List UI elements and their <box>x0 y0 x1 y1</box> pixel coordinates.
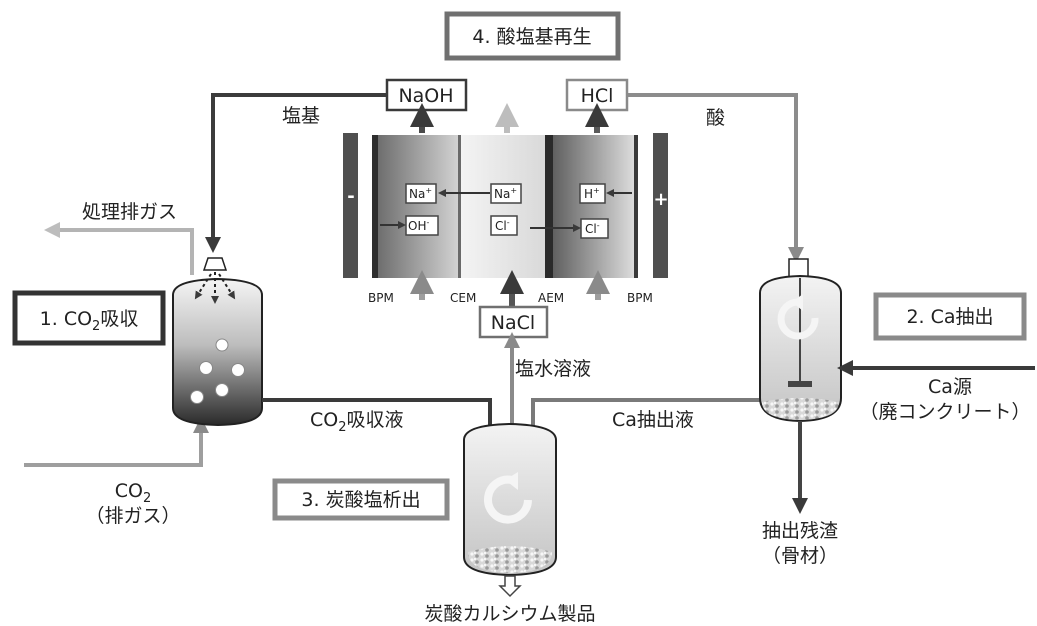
precipitate-gravel <box>468 546 552 573</box>
bpm-left-label: BPM <box>368 291 394 305</box>
svg-text:Na+: Na+ <box>409 186 432 201</box>
anode-electrode <box>653 133 668 278</box>
salt-compartment <box>460 135 545 278</box>
aggregate-label: （骨材） <box>762 545 838 567</box>
bpm-right-label: BPM <box>627 291 653 305</box>
absorb-liquid-label: CO2吸収液 <box>310 409 404 435</box>
exhaust-label: （排ガス） <box>85 505 180 527</box>
minus-sign: - <box>347 186 354 207</box>
ca-extractor-tank <box>759 258 842 423</box>
brine-label: 塩水溶液 <box>515 358 591 380</box>
precip-stage-label: 3. 炭酸塩析出 <box>272 478 450 521</box>
electrodialysis-stack: - + Na+ OH- Na+ Cl- <box>343 103 669 306</box>
base-compartment <box>378 135 458 278</box>
bpm-right-membrane <box>634 135 638 278</box>
co2-inlet-label: CO2 <box>115 480 152 506</box>
ion-oh: OH- <box>405 215 439 236</box>
bubble-icon <box>215 383 229 397</box>
exhaust-inlet-line <box>24 417 209 467</box>
base-return-line <box>205 93 387 253</box>
stir-icon <box>777 298 819 340</box>
base-label: 塩基 <box>282 105 320 127</box>
product-arrow-icon <box>498 575 522 598</box>
concrete-gravel <box>762 398 839 420</box>
svg-text:1. CO2吸収: 1. CO2吸収 <box>40 308 139 334</box>
precipitation-tank <box>463 422 557 577</box>
hcl-box: HCl <box>565 78 629 112</box>
product-label: 炭酸カルシウム製品 <box>424 603 595 625</box>
regen-stage-text: 4. 酸塩基再生 <box>472 26 591 48</box>
ion-na-left: Na+ <box>405 183 437 204</box>
residue-label: 抽出残渣 <box>762 520 838 542</box>
acid-supply-line <box>627 93 804 263</box>
treated-gas-line <box>44 222 194 275</box>
ion-h: H+ <box>579 183 606 204</box>
acid-label: 酸 <box>706 107 725 129</box>
svg-text:OH-: OH- <box>408 218 429 233</box>
ca-stage-label: 2. Ca抽出 <box>873 292 1027 341</box>
bpm-left-membrane <box>372 135 378 278</box>
svg-text:H+: H+ <box>584 186 600 201</box>
spray-nozzle-icon <box>202 257 228 271</box>
bubble-icon <box>190 390 204 404</box>
treated-gas-label: 処理排ガス <box>82 201 177 223</box>
impeller-icon <box>788 381 812 387</box>
acid-compartment <box>553 135 634 278</box>
ion-na-mid: Na+ <box>490 183 522 204</box>
nacl-box: NaCl <box>478 305 549 339</box>
aem-label: AEM <box>538 291 564 305</box>
naoh-box: NaOH <box>385 78 468 112</box>
bubble-icon <box>199 361 213 375</box>
absorber-tank <box>172 257 263 427</box>
cathode-electrode <box>343 133 358 278</box>
svg-text:HCl: HCl <box>581 85 614 107</box>
bubble-icon <box>215 338 229 352</box>
ca-source-label: Ca源 <box>928 376 972 398</box>
svg-text:NaOH: NaOH <box>398 85 453 107</box>
plus-sign: + <box>653 189 668 210</box>
absorb-stage-label: 1. CO2吸収 <box>12 290 166 346</box>
svg-text:Cl-: Cl- <box>495 218 510 233</box>
svg-text:2. Ca抽出: 2. Ca抽出 <box>906 306 993 328</box>
ca-liquid-label: Ca抽出液 <box>612 409 694 431</box>
svg-text:3. 炭酸塩析出: 3. 炭酸塩析出 <box>301 489 420 511</box>
cem-label: CEM <box>450 291 476 305</box>
aem-membrane <box>545 135 553 278</box>
svg-text:Cl-: Cl- <box>585 221 600 236</box>
stir-icon <box>484 475 532 524</box>
waste-concrete-label: （廃コンクリート） <box>859 401 1030 423</box>
bubble-icon <box>231 363 245 377</box>
svg-text:NaCl: NaCl <box>491 312 535 334</box>
regen-stage-label: 4. 酸塩基再生 <box>444 11 621 61</box>
ion-cl-mid: Cl- <box>490 215 518 236</box>
cem-membrane <box>458 135 461 278</box>
ion-cl-right: Cl- <box>580 218 609 239</box>
svg-text:Na+: Na+ <box>494 186 517 201</box>
